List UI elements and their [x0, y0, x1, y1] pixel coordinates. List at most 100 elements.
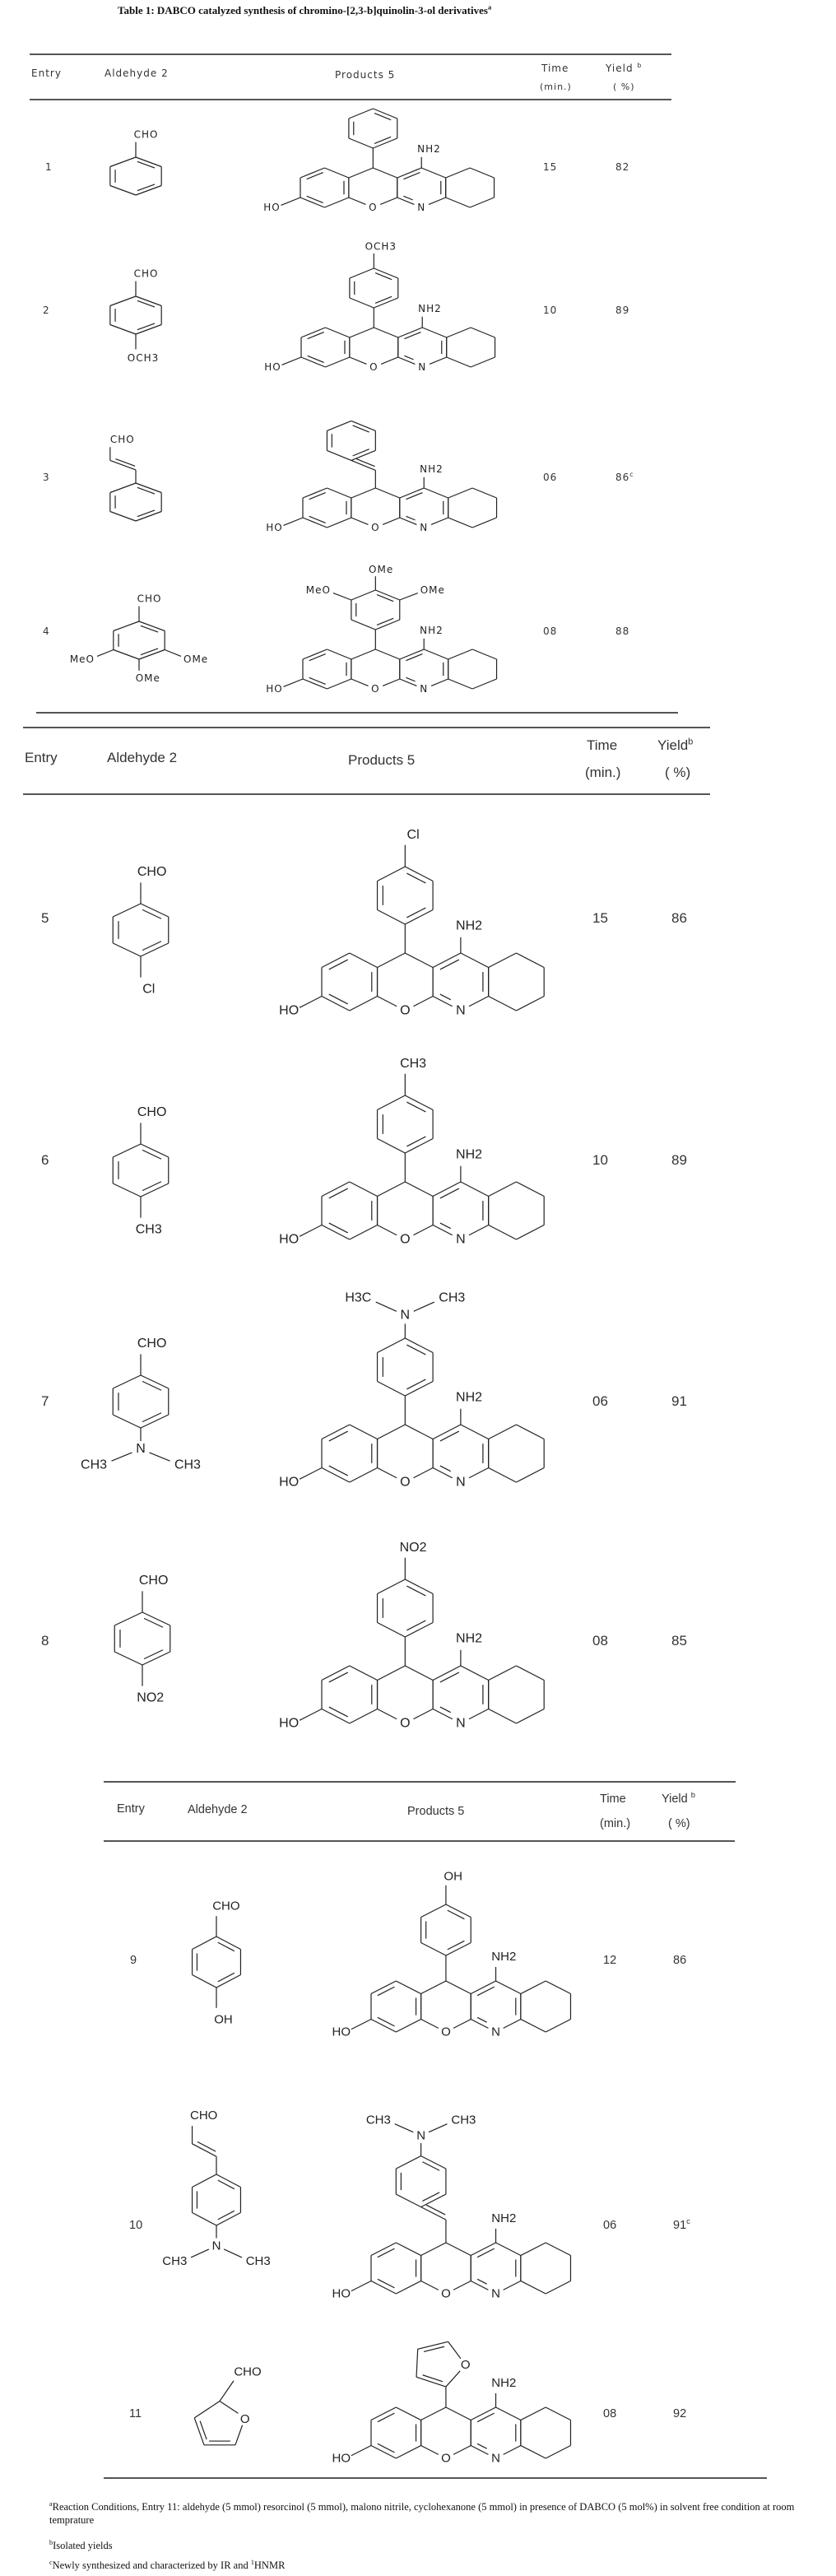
bond [377, 2443, 395, 2453]
bond [439, 1672, 460, 1683]
bond [374, 136, 392, 145]
atom-label: N [416, 2128, 425, 2142]
atom-label: N [491, 2025, 500, 2039]
entry-number: 8 [41, 1633, 49, 1648]
bond [321, 1665, 351, 1681]
bond [396, 1980, 421, 1995]
bond [397, 197, 415, 205]
atom-label: NH2 [456, 1390, 482, 1404]
bond [164, 649, 182, 658]
bond [109, 459, 137, 471]
atom-label: NH2 [418, 303, 442, 314]
table-rule [104, 2477, 767, 2479]
bond [351, 589, 376, 601]
bond [396, 2406, 421, 2421]
bond [406, 1620, 426, 1631]
bond [375, 619, 401, 630]
atom-label: NH2 [491, 2211, 516, 2225]
bond [109, 184, 137, 196]
atom-label: O [441, 2452, 451, 2466]
bond [135, 510, 162, 522]
bond [299, 1467, 323, 1480]
header-time-unit: (min.) [585, 765, 621, 780]
bond [321, 1181, 351, 1197]
entry-number: 9 [130, 1954, 137, 1967]
bond [453, 2444, 471, 2455]
header-aldehyde: Aldehyde 2 [188, 1803, 248, 1816]
yield-value: 91 [671, 1393, 687, 1410]
bond [448, 517, 473, 528]
bond [413, 1708, 434, 1720]
bond [328, 993, 349, 1005]
bond [140, 1183, 170, 1197]
reaction-time: 08 [592, 1633, 608, 1648]
atom-label: O [369, 361, 378, 373]
bond [375, 589, 401, 601]
bond [416, 2349, 419, 2378]
atom-label: NH2 [420, 463, 444, 475]
bond [377, 1224, 397, 1236]
bond [216, 1974, 241, 1988]
bond [217, 1941, 235, 1952]
bond [327, 487, 352, 499]
bond [216, 1936, 241, 1951]
atom-label: N [456, 1004, 466, 1018]
bond [138, 621, 165, 632]
reaction-time: 08 [603, 2407, 617, 2420]
bond [423, 487, 448, 499]
bond [192, 1974, 217, 1988]
atom-label: CHO [137, 1337, 167, 1351]
bond [520, 2018, 546, 2033]
bond [399, 487, 425, 499]
bond [309, 653, 326, 662]
reaction-time: 06 [592, 1393, 608, 1409]
bond [193, 2401, 221, 2419]
bond [375, 649, 401, 660]
atom-label: NO2 [400, 1541, 427, 1555]
atom-label: CH3 [246, 2254, 271, 2268]
bond [460, 1181, 489, 1197]
bond [321, 1224, 351, 1240]
bond [192, 2143, 217, 2157]
bond [420, 2406, 447, 2421]
bond [406, 515, 416, 521]
bond [373, 137, 398, 149]
bond [405, 1095, 434, 1111]
atom-label: O [369, 202, 377, 213]
yield-number: 86 [671, 910, 687, 926]
bond [476, 2248, 495, 2258]
bond [445, 2406, 471, 2421]
entry-number: 10 [129, 2219, 143, 2232]
bond [142, 1181, 162, 1192]
bond [413, 995, 434, 1007]
header-entry: Entry [25, 750, 58, 765]
bond [349, 1467, 378, 1483]
bond [423, 2346, 445, 2352]
bond [321, 995, 351, 1011]
bond [516, 1224, 545, 1240]
bond [112, 1143, 142, 1158]
bond [370, 2242, 397, 2257]
bond [447, 1940, 465, 1951]
bond [488, 1708, 517, 1724]
bond [470, 2406, 496, 2421]
bond [300, 197, 325, 208]
aldehyde-structure: CHO [109, 434, 162, 522]
bond [140, 1143, 170, 1158]
aldehyde-structure: CHO [109, 128, 162, 196]
yield-value: 86 [673, 1954, 686, 1967]
bond [300, 167, 325, 179]
bond [420, 1980, 447, 1995]
atom-label: MeO [70, 653, 95, 665]
yield-number: 86 [673, 1954, 687, 1967]
bond [447, 1909, 465, 1920]
bond [430, 678, 448, 686]
bond [516, 995, 545, 1011]
